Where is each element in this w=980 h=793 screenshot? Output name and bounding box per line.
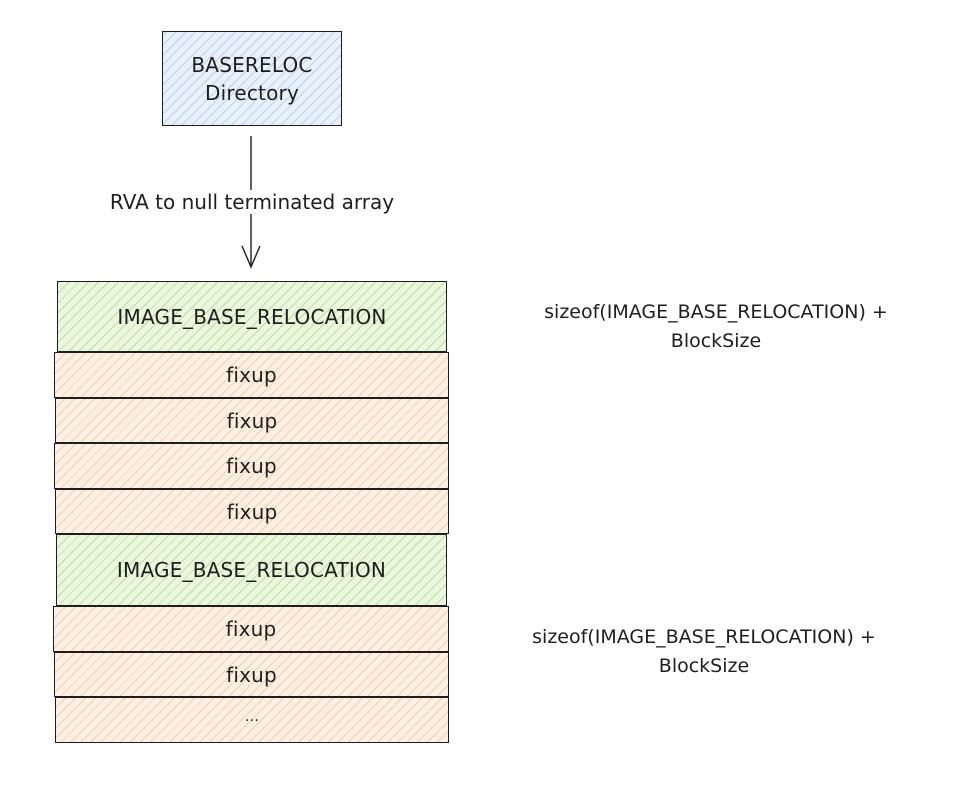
fixup-row: fixup xyxy=(53,606,449,652)
directory-node-line2: Directory xyxy=(205,80,299,105)
fixup-row: fixup xyxy=(54,443,449,489)
directory-node-line1: BASERELOC xyxy=(191,52,313,77)
annotation-line1: sizeof(IMAGE_BASE_RELOCATION) + xyxy=(532,626,876,648)
block-size-annotation-1: sizeof(IMAGE_BASE_RELOCATION) + BlockSiz… xyxy=(496,298,936,356)
fixup-row: fixup xyxy=(55,489,449,534)
edge-label-rva: RVA to null terminated array xyxy=(86,190,418,214)
annotation-line1: sizeof(IMAGE_BASE_RELOCATION) + xyxy=(544,301,888,323)
annotation-line2: BlockSize xyxy=(658,655,750,677)
block-size-annotation-2: sizeof(IMAGE_BASE_RELOCATION) + BlockSiz… xyxy=(484,623,924,681)
fixup-row: fixup xyxy=(55,398,449,443)
image-base-relocation-header-2: IMAGE_BASE_RELOCATION xyxy=(56,534,447,606)
arrow-head-icon xyxy=(241,245,261,269)
image-base-relocation-header-1: IMAGE_BASE_RELOCATION xyxy=(57,281,447,352)
annotation-line2: BlockSize xyxy=(670,330,762,352)
continuation-row: ... xyxy=(55,697,449,743)
basereloc-directory-node: BASERELOC Directory xyxy=(162,31,342,126)
fixup-row: fixup xyxy=(54,352,449,398)
fixup-row: fixup xyxy=(54,652,449,697)
